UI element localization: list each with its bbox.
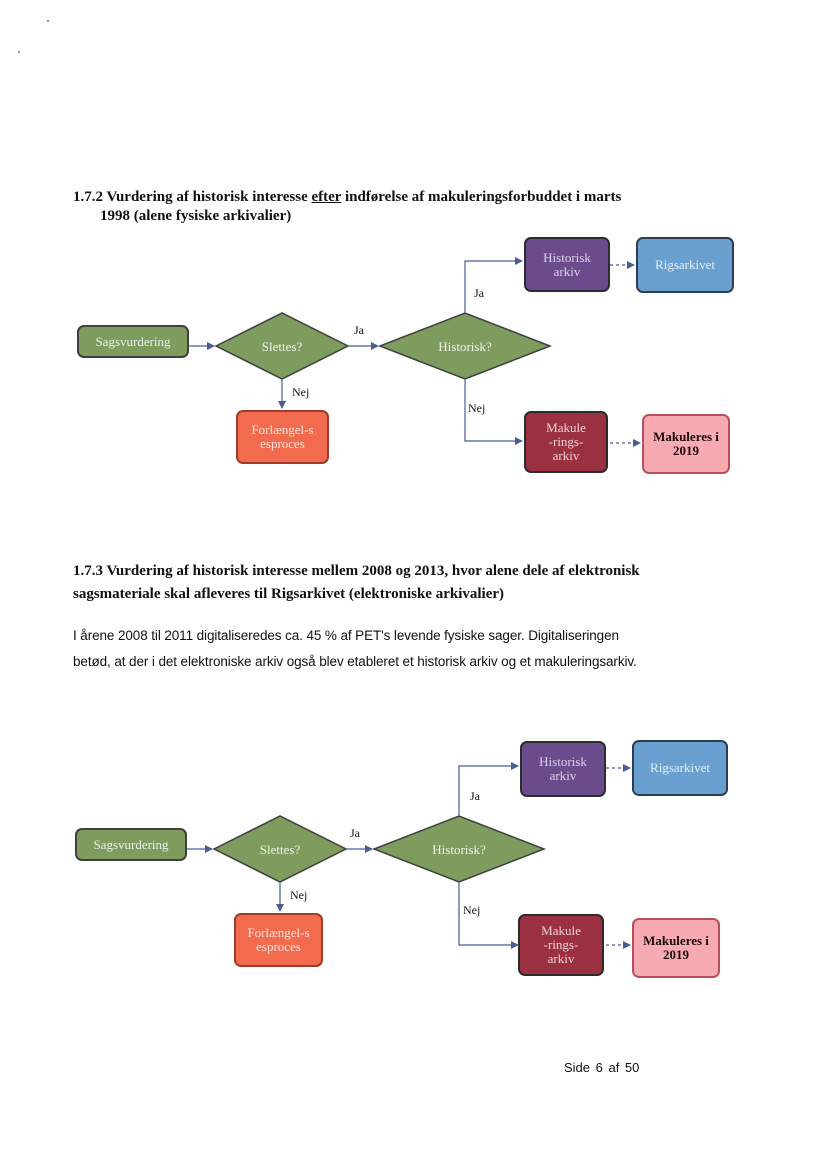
- shred-archive-label: Makule-rings-arkiv: [541, 923, 581, 966]
- shred-date-box: Makuleres i 2019: [632, 918, 720, 978]
- decision-diamond-historisk: [377, 312, 553, 380]
- shred-date-label: Makuleres i 2019: [653, 429, 719, 458]
- heading-line-2: sagsmateriale skal afleveres til Rigsark…: [73, 586, 505, 602]
- extension-box: Forlængel-sesproces: [234, 913, 323, 967]
- heading-emphasis: efter: [311, 189, 342, 205]
- shred-date-box: Makuleres i 2019: [642, 414, 730, 474]
- flowchart-1-connectors: [189, 257, 641, 447]
- shred-date-label: Makuleres i 2019: [643, 933, 709, 962]
- national-archive-label: Rigsarkivet: [655, 257, 715, 272]
- shred-archive-box: Makule-rings-arkiv: [518, 914, 604, 976]
- shred-archive-label: Makule-rings-arkiv: [546, 420, 586, 463]
- flowchart-2-connectors: [187, 762, 631, 949]
- national-archive-box: Rigsarkivet: [632, 740, 728, 796]
- decision-diamond-historisk: [371, 815, 547, 883]
- historical-archive-box: Historisk arkiv: [520, 741, 606, 797]
- yes-label-slettes: Ja: [350, 826, 360, 840]
- yes-label-slettes: Ja: [354, 323, 364, 337]
- start-label: Sagsvurdering: [93, 836, 169, 852]
- decision-slettes-label: Slettes?: [259, 842, 301, 857]
- historical-archive-label: Historisk arkiv: [543, 249, 591, 279]
- yes-label-historisk: Ja: [470, 789, 480, 803]
- section-heading-1-7-3: 1.7.3 Vurdering af historisk interesse m…: [73, 562, 640, 604]
- no-label-historisk: Nej: [468, 401, 486, 415]
- decision-historisk-label: Historisk?: [438, 339, 492, 354]
- heading-line-2: 1998 (alene fysiske arkivalier): [100, 208, 292, 224]
- extension-box: Forlængel-sesproces: [236, 410, 329, 464]
- shred-archive-box: Makule-rings-arkiv: [524, 411, 608, 473]
- historical-archive-box: Historisk arkiv: [524, 237, 610, 292]
- no-label-slettes: Nej: [290, 888, 308, 902]
- decision-slettes-label: Slettes?: [261, 339, 303, 354]
- yes-label-historisk: Ja: [474, 286, 484, 300]
- start-box: Sagsvurdering: [77, 325, 189, 358]
- start-label: Sagsvurdering: [95, 333, 171, 349]
- decision-historisk-label: Historisk?: [432, 842, 486, 857]
- no-label-historisk: Nej: [463, 903, 481, 917]
- body-paragraph: I årene 2008 til 2011 digitaliseredes ca…: [73, 628, 637, 669]
- page-number: Side 6 af 50: [564, 1060, 640, 1075]
- heading-text: indførelse af makuleringsforbuddet i mar…: [341, 189, 622, 205]
- section-number: 1.7.2: [73, 189, 103, 205]
- national-archive-label: Rigsarkivet: [650, 760, 710, 775]
- extension-label: Forlængel-sesproces: [247, 925, 310, 954]
- national-archive-box: Rigsarkivet: [636, 237, 734, 293]
- no-label-slettes: Nej: [292, 385, 310, 399]
- scan-speck: [18, 51, 20, 53]
- heading-line-1: 1.7.3 Vurdering af historisk interesse m…: [73, 563, 640, 579]
- start-box: Sagsvurdering: [75, 828, 187, 861]
- historical-archive-label: Historisk arkiv: [539, 754, 587, 783]
- section-heading-1-7-2: 1.7.2 Vurdering af historisk interesse e…: [73, 188, 621, 226]
- extension-label: Forlængel-sesproces: [251, 422, 314, 451]
- heading-text: Vurdering af historisk interesse: [106, 189, 312, 205]
- scan-speck: [47, 20, 49, 22]
